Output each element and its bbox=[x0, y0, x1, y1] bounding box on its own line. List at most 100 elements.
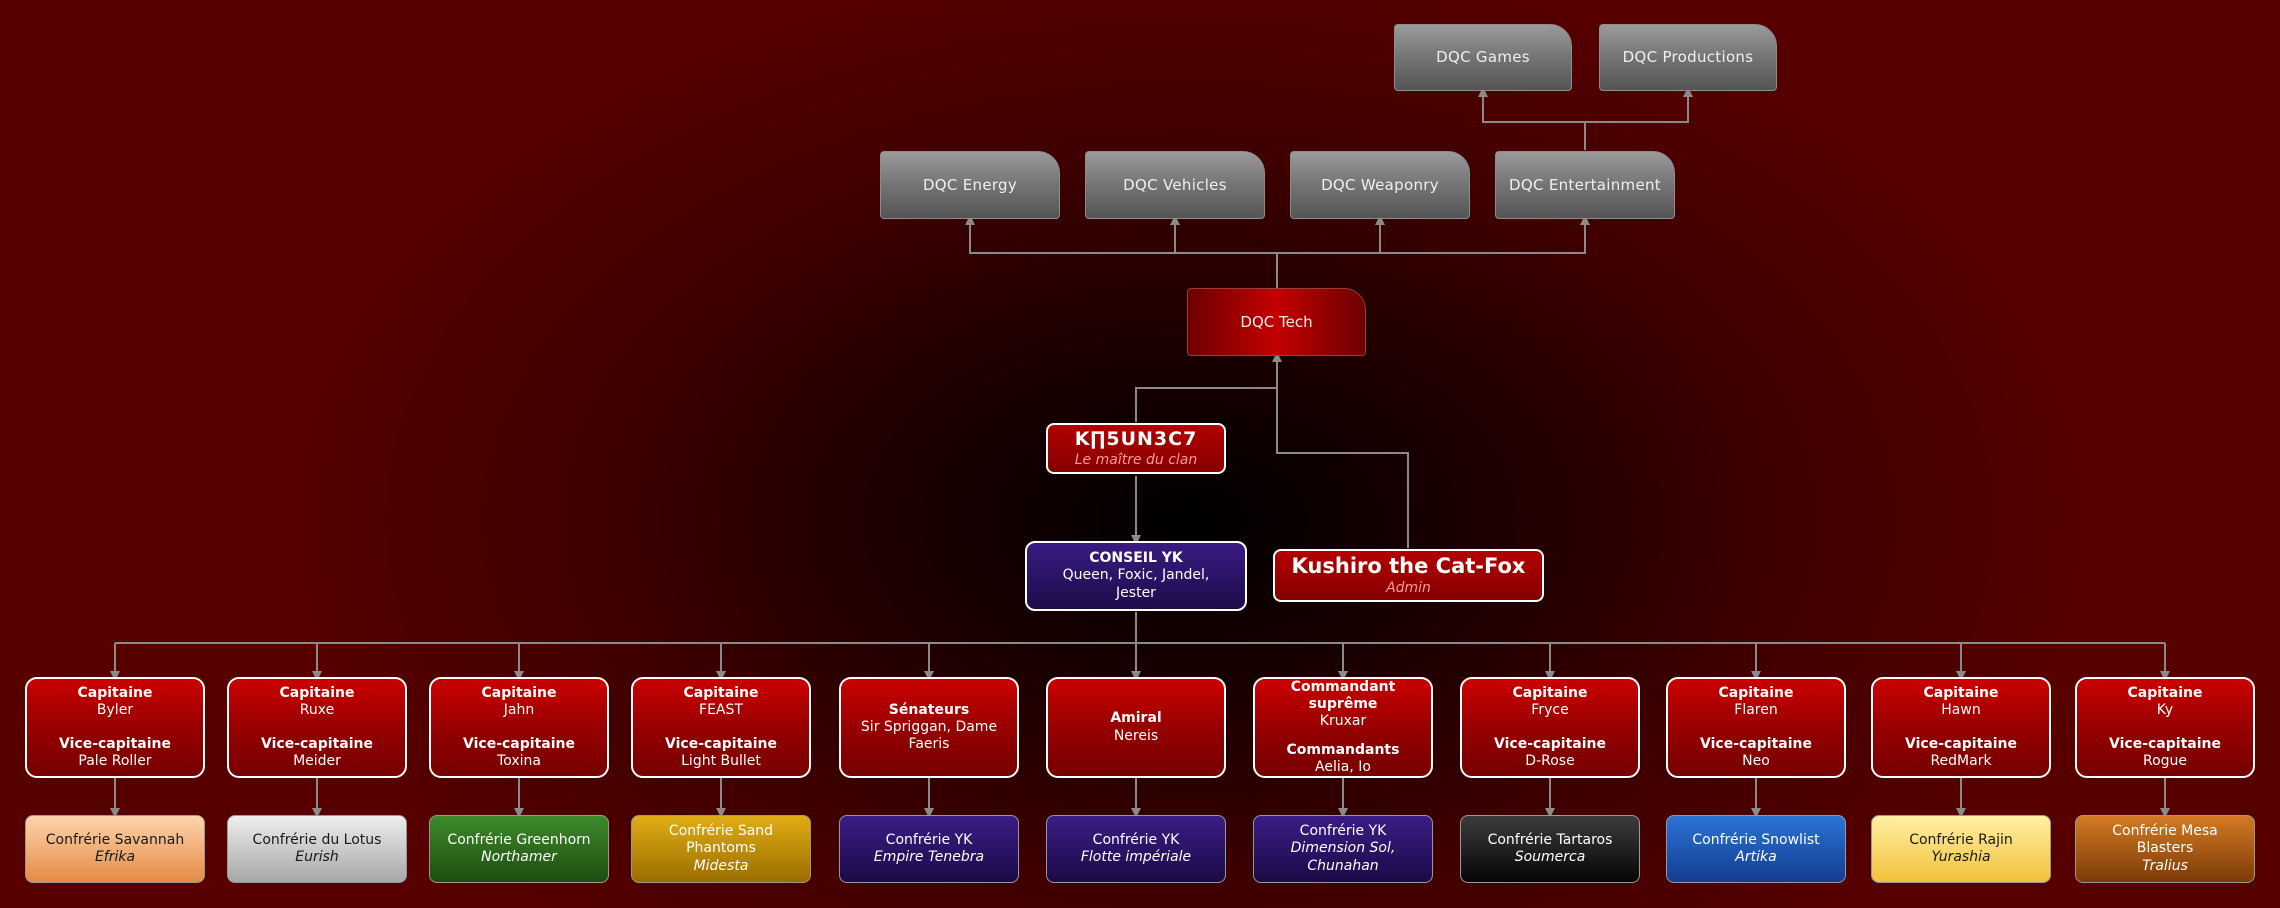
rank-label: Vice-capitaine bbox=[665, 736, 777, 752]
rank-holder: Neo bbox=[1742, 753, 1770, 770]
confrerie-leader: Soumerca bbox=[1514, 849, 1586, 865]
node-label: DQC Entertainment bbox=[1509, 175, 1661, 194]
rank-holder: Kruxar bbox=[1319, 713, 1367, 730]
confrerie-leader: Midesta bbox=[693, 857, 749, 874]
rank-label: Capitaine bbox=[279, 684, 355, 701]
rank-label: Vice-capitaine bbox=[1905, 736, 2017, 752]
rank-holder: Ruxe bbox=[299, 701, 335, 718]
confrerie-name: Confrérie YK bbox=[1299, 823, 1387, 840]
confrerie-leader: Dimension Sol, Chunahan bbox=[1290, 840, 1396, 874]
dqc-games-node: DQC Games bbox=[1394, 24, 1572, 91]
rank-label: Capitaine bbox=[1718, 684, 1794, 701]
rank-label: Capitaine bbox=[1923, 684, 1999, 701]
node-label: DQC Weaponry bbox=[1321, 175, 1439, 194]
confrerie-name: Confrérie Rajin bbox=[1909, 831, 2013, 848]
confrerie-leader: Eurish bbox=[295, 849, 339, 865]
admin-title: Admin bbox=[1386, 579, 1431, 596]
confrerie-name: Confrérie Savannah bbox=[45, 831, 185, 848]
confrerie-leader: Flotte impériale bbox=[1080, 849, 1192, 865]
dqc-entertainment-node: DQC Entertainment bbox=[1495, 151, 1675, 219]
rank-label: Vice-capitaine bbox=[1700, 736, 1812, 752]
rank-holder: Pale Roller bbox=[78, 753, 152, 770]
rank-label: Capitaine bbox=[2127, 684, 2203, 701]
confrerie-leader: Northamer bbox=[481, 849, 557, 865]
node-label: DQC Productions bbox=[1622, 48, 1754, 67]
council-node: CONSEIL YK Queen, Foxic, Jandel, Jester bbox=[1025, 541, 1247, 611]
dqc-weaponry-node: DQC Weaponry bbox=[1290, 151, 1470, 219]
confrerie-name: Confrérie Mesa Blasters bbox=[2112, 823, 2218, 857]
leader-name: K∏5UN3C7 bbox=[1074, 428, 1198, 451]
rank-holder: RedMark bbox=[1930, 753, 1992, 770]
node-label: DQC Energy bbox=[922, 175, 1018, 194]
confrerie-name: Confrérie Sand Phantoms bbox=[668, 823, 774, 857]
rank-label: Vice-capitaine bbox=[463, 736, 575, 752]
rank-holder: Byler bbox=[96, 701, 134, 718]
rank-label: Vice-capitaine bbox=[261, 736, 373, 752]
rank-holder: Nereis bbox=[1113, 727, 1159, 744]
confrerie-leader: Efrika bbox=[94, 849, 136, 865]
dqc-energy-node: DQC Energy bbox=[880, 151, 1060, 219]
rank-label: Commandant suprême bbox=[1290, 679, 1396, 713]
council-members: Queen, Foxic, Jandel, Jester bbox=[1062, 567, 1210, 601]
rank-label: Vice-capitaine bbox=[2109, 736, 2221, 752]
rank-holder: Hawn bbox=[1941, 701, 1981, 718]
confrerie-name: Confrérie Snowlist bbox=[1692, 831, 1820, 848]
council-title: CONSEIL YK bbox=[1089, 550, 1183, 567]
confrerie-name: Confrérie Greenhorn bbox=[447, 831, 591, 848]
rank-holder: D-Rose bbox=[1525, 753, 1575, 770]
rank-label: Capitaine bbox=[77, 684, 153, 701]
confrerie-name: Confrérie YK bbox=[885, 831, 973, 848]
confrerie-leader: Artika bbox=[1735, 849, 1777, 865]
rank-holder: Sir Spriggan, Dame Faeris bbox=[860, 718, 998, 753]
admin-node: Kushiro the Cat-Fox Admin bbox=[1273, 549, 1544, 602]
dqc-productions-node: DQC Productions bbox=[1599, 24, 1777, 91]
node-label: DQC Tech bbox=[1240, 312, 1313, 331]
confrerie-name: Confrérie du Lotus bbox=[252, 831, 382, 848]
rank-holder: Ky bbox=[2156, 701, 2174, 718]
node-label: DQC Games bbox=[1436, 48, 1530, 67]
rank-label: Vice-capitaine bbox=[1494, 736, 1606, 752]
rank-holder: Rogue bbox=[2142, 753, 2188, 770]
admin-name: Kushiro the Cat-Fox bbox=[1291, 554, 1526, 579]
rank-holder: Toxina bbox=[497, 753, 541, 770]
rank-holder: Flaren bbox=[1734, 701, 1778, 718]
confrerie-name: Confrérie YK bbox=[1092, 831, 1180, 848]
leader-title: Le maître du clan bbox=[1074, 451, 1198, 468]
rank-label: Capitaine bbox=[1512, 684, 1588, 701]
confrerie-leader: Empire Tenebra bbox=[873, 849, 985, 865]
rank-label: Sénateurs bbox=[888, 701, 970, 718]
rank-holder: Jahn bbox=[503, 701, 535, 718]
rank-holder: Meider bbox=[293, 753, 341, 770]
rank-holder: Light Bullet bbox=[681, 753, 761, 770]
confrerie-name: Confrérie Tartaros bbox=[1487, 831, 1613, 848]
rank-holder: Aelia, Io bbox=[1315, 758, 1371, 775]
confrerie-leader: Tralius bbox=[2142, 857, 2188, 874]
confrerie-leader: Yurashia bbox=[1931, 849, 1991, 865]
dqc-tech-node: DQC Tech bbox=[1187, 288, 1366, 356]
clan-leader-node: K∏5UN3C7 Le maître du clan bbox=[1046, 423, 1226, 474]
rank-holder: Fryce bbox=[1531, 701, 1569, 718]
rank-label: Capitaine bbox=[683, 684, 759, 701]
rank-holder: FEAST bbox=[699, 701, 743, 718]
node-label: DQC Vehicles bbox=[1123, 175, 1227, 194]
rank-label: Vice-capitaine bbox=[59, 736, 171, 752]
